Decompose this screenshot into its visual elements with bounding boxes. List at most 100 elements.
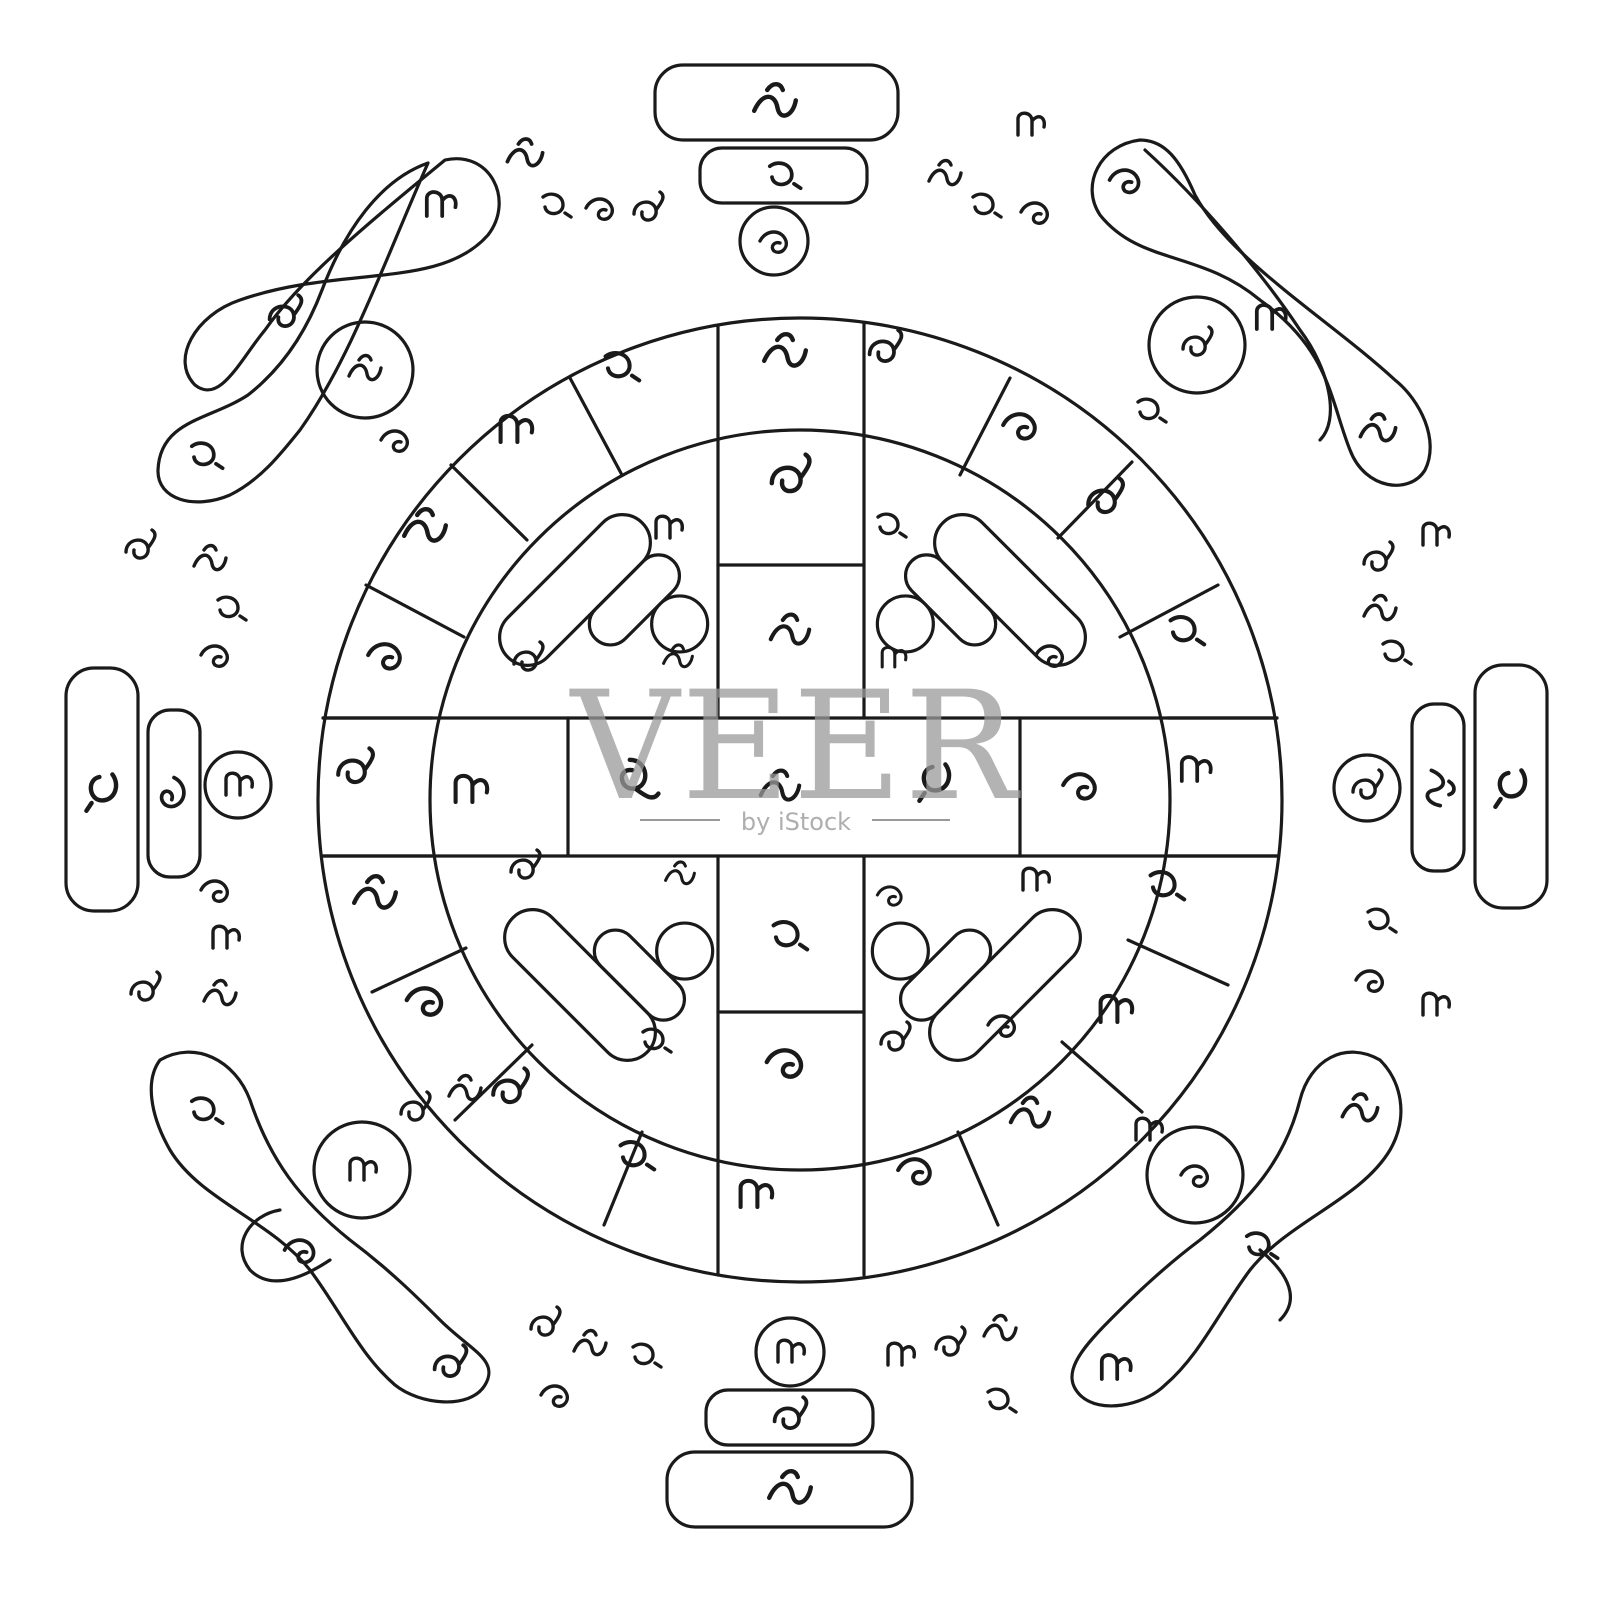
- script-glyph: [772, 1395, 809, 1430]
- script-glyph: [505, 137, 545, 168]
- script-glyph: [761, 331, 809, 368]
- lobe-chain-lower-left: [149, 1050, 491, 1404]
- script-glyph: [1381, 639, 1413, 666]
- script-glyph: [491, 1066, 530, 1105]
- script-glyph: [769, 452, 812, 494]
- script-glyph: [379, 429, 409, 453]
- script-glyph: [366, 642, 402, 671]
- script-glyph: [189, 1096, 225, 1126]
- script-glyph: [768, 612, 812, 646]
- inner-circle: [428, 428, 1172, 1172]
- script-glyph: [1425, 768, 1456, 808]
- script-glyph: [336, 746, 375, 785]
- script-glyph: [1061, 772, 1097, 801]
- script-glyph: [934, 1325, 967, 1357]
- script-glyph: [84, 772, 119, 814]
- script-glyph: [1244, 1231, 1280, 1261]
- script-glyph: [1358, 412, 1398, 443]
- label-plate-top: [653, 63, 900, 277]
- script-glyph: [1016, 111, 1046, 137]
- script-glyph: [351, 873, 399, 910]
- script-glyph: [876, 512, 908, 539]
- script-glyph: [1019, 201, 1049, 225]
- script-glyph: [192, 543, 228, 572]
- watermark-brand: VEER: [569, 660, 1021, 834]
- script-glyph: [776, 1338, 806, 1364]
- script-glyph: [1179, 1164, 1209, 1188]
- outer-circle: [316, 316, 1284, 1284]
- script-glyph: [1001, 412, 1037, 441]
- script-glyph: [1008, 1095, 1052, 1129]
- script-glyph: [1351, 768, 1384, 800]
- script-glyph: [348, 1156, 378, 1182]
- script-glyph: [211, 924, 241, 950]
- script-glyph: [189, 441, 225, 471]
- script-glyph: [982, 1313, 1018, 1342]
- script-glyph: [124, 528, 157, 560]
- script-glyph: [1354, 969, 1384, 993]
- script-glyph: [880, 645, 908, 669]
- script-glyph: [766, 1468, 814, 1505]
- script-glyph: [619, 757, 661, 800]
- script-glyph: [1148, 870, 1187, 902]
- script-glyph: [1086, 476, 1125, 515]
- script-glyphs: [84, 81, 1528, 1505]
- script-glyph: [986, 1387, 1018, 1414]
- script-glyph: [512, 640, 545, 672]
- watermark-sub: by iStock: [741, 808, 851, 836]
- script-glyph: [927, 158, 963, 187]
- lobe-chain-upper-left: [156, 157, 501, 504]
- script-glyph: [447, 1073, 483, 1102]
- script-glyph: [1254, 303, 1288, 331]
- script-glyph: [986, 1014, 1016, 1038]
- buddha-figure-upper-left: [498, 513, 710, 667]
- script-glyph: [631, 1342, 663, 1369]
- script-glyph: [886, 1341, 916, 1367]
- script-glyph: [1340, 1092, 1380, 1123]
- script-glyph: [399, 1090, 432, 1122]
- script-glyph: [654, 514, 684, 540]
- script-glyph: [1366, 907, 1398, 934]
- label-plate-right: [1332, 663, 1549, 910]
- script-glyph: [1136, 397, 1168, 424]
- script-glyph: [1099, 1353, 1133, 1381]
- script-glyph: [129, 970, 162, 1002]
- script-glyph: [347, 353, 383, 382]
- script-glyph: [1168, 615, 1207, 647]
- buddha-figure-lower-left: [503, 908, 715, 1062]
- script-glyph: [641, 1027, 673, 1054]
- watermark: VEER by iStock: [569, 660, 1021, 836]
- script-glyph: [216, 595, 248, 622]
- script-glyph: [771, 920, 810, 952]
- script-glyph: [1034, 644, 1064, 668]
- script-glyph: [529, 1305, 562, 1337]
- script-glyph: [738, 1178, 775, 1210]
- buddha-figure-upper-right: [875, 513, 1087, 667]
- label-plate-bottom: [665, 1316, 914, 1529]
- script-glyph: [1421, 521, 1451, 547]
- script-glyph: [764, 1048, 804, 1079]
- script-glyph: [453, 773, 490, 805]
- script-glyph: [875, 885, 903, 907]
- script-glyph: [1421, 991, 1451, 1017]
- lobe-chain-lower-right: [1070, 1050, 1403, 1408]
- script-glyph: [662, 643, 694, 669]
- script-glyph: [1362, 540, 1395, 572]
- script-glyph: [282, 1238, 316, 1265]
- script-glyph: [404, 986, 444, 1017]
- inner-cross: [321, 430, 1279, 1168]
- script-glyph: [541, 192, 573, 219]
- script-glyph: [572, 1328, 608, 1357]
- script-glyph: [758, 230, 788, 254]
- script-glyph: [618, 1140, 657, 1172]
- script-glyph: [1107, 168, 1141, 195]
- script-glyph: [751, 81, 799, 118]
- script-glyph: [971, 192, 1003, 219]
- script-glyph: [632, 190, 665, 222]
- script-glyph: [539, 1384, 569, 1408]
- script-glyph: [202, 978, 238, 1007]
- script-glyph: [767, 161, 803, 191]
- script-glyph: [1493, 768, 1528, 810]
